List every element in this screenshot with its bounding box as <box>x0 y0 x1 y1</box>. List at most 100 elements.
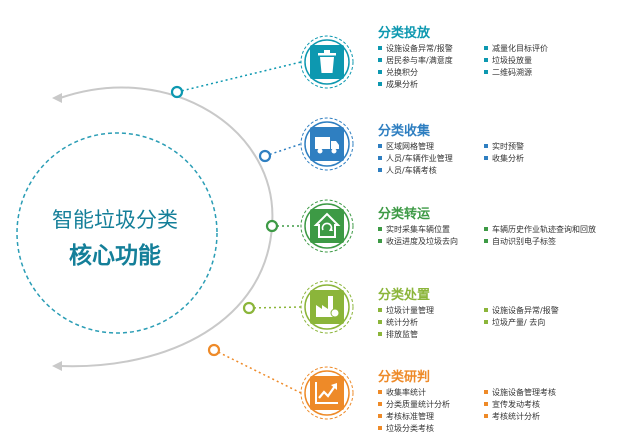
item-label: 分类质量统计分析 <box>386 400 450 409</box>
section-title-disposal: 分类处置 <box>378 288 431 303</box>
section-item-left: 实时采集车辆位置 <box>378 225 450 235</box>
item-label: 统计分析 <box>386 318 418 327</box>
item-label: 宣传发动考核 <box>492 400 540 409</box>
trend-chart-icon <box>315 382 338 404</box>
item-label: 二维码溯源 <box>492 68 532 77</box>
section-item-right: 减量化目标评价 <box>484 44 548 54</box>
bullet-icon <box>378 239 382 243</box>
item-label: 排放监管 <box>386 330 418 339</box>
center-dashed-circle <box>16 132 218 334</box>
section-item-left: 垃圾分类考核 <box>378 424 434 434</box>
icon-ring-analysis <box>304 370 350 416</box>
section-item-left: 考核标准管理 <box>378 412 434 422</box>
bullet-icon <box>378 227 382 231</box>
item-label: 垃圾投放量 <box>492 56 532 65</box>
bullet-icon <box>378 168 382 172</box>
section-item-left: 兑换积分 <box>378 68 418 78</box>
section-item-right: 自动识别电子标签 <box>484 237 556 247</box>
section-item-left: 收运进度及垃圾去向 <box>378 237 458 247</box>
item-label: 设施设备异常/报警 <box>492 306 559 315</box>
connector-delivery <box>176 61 302 93</box>
icon-ring-transfer <box>304 203 350 249</box>
bullet-icon <box>378 144 382 148</box>
bullet-icon <box>378 156 382 160</box>
bullet-icon <box>484 58 488 62</box>
icon-square-disposal <box>310 290 344 324</box>
section-title-analysis: 分类研判 <box>378 370 431 385</box>
item-label: 考核统计分析 <box>492 412 540 421</box>
bullet-icon <box>484 156 488 160</box>
section-item-left: 人员/车辆作业管理 <box>378 154 453 164</box>
section-title-delivery: 分类投放 <box>378 26 431 41</box>
item-label: 自动识别电子标签 <box>492 237 556 246</box>
bullet-icon <box>378 426 382 430</box>
item-label: 垃圾分类考核 <box>386 424 434 433</box>
section-item-right: 设施设备管理考核 <box>484 388 556 398</box>
bullet-icon <box>378 82 382 86</box>
arc-node-delivery <box>170 85 184 99</box>
module-disposal <box>242 280 354 334</box>
section-item-left: 收集率统计 <box>378 388 426 398</box>
icon-ring-disposal <box>304 284 350 330</box>
icon-ring-delivery <box>304 39 350 85</box>
module-collection <box>258 117 354 171</box>
section-item-left: 区域网格管理 <box>378 142 434 152</box>
icon-ring-outer-analysis <box>300 366 354 420</box>
item-label: 收集率统计 <box>386 388 426 397</box>
connector-disposal <box>248 306 302 309</box>
section-item-left: 分类质量统计分析 <box>378 400 450 410</box>
icon-ring-collection <box>304 121 350 167</box>
bullet-icon <box>378 58 382 62</box>
section-item-right: 垃圾投放量 <box>484 56 532 66</box>
item-label: 区域网格管理 <box>386 142 434 151</box>
section-item-right: 设施设备异常/报警 <box>484 306 559 316</box>
bullet-icon <box>484 227 488 231</box>
module-transfer <box>265 199 354 253</box>
center-title-line2: 核心功能 <box>69 243 161 269</box>
bullet-icon <box>378 70 382 74</box>
bullet-icon <box>484 144 488 148</box>
recycle-house-icon <box>313 212 341 238</box>
item-label: 收运进度及垃圾去向 <box>386 237 458 246</box>
icon-ring-outer-transfer <box>300 199 354 253</box>
garbage-truck-icon <box>315 137 339 154</box>
section-item-right: 考核统计分析 <box>484 412 540 422</box>
section-item-right: 车辆历史作业轨迹查询和回放 <box>484 225 596 235</box>
section-item-right: 二维码溯源 <box>484 68 532 78</box>
center-title-line1: 智能垃圾分类 <box>52 208 178 232</box>
icon-ring-outer-disposal <box>300 280 354 334</box>
icon-ring-outer-delivery <box>300 35 354 89</box>
item-label: 垃圾计量管理 <box>386 306 434 315</box>
item-label: 人员/车辆作业管理 <box>386 154 453 163</box>
section-title-transfer: 分类转运 <box>378 207 431 222</box>
section-item-right: 收集分析 <box>484 154 524 164</box>
bullet-icon <box>484 390 488 394</box>
bullet-icon <box>378 320 382 324</box>
icon-ring-outer-collection <box>300 117 354 171</box>
item-label: 设施设备管理考核 <box>492 388 556 397</box>
factory-icon <box>316 296 340 318</box>
item-label: 车辆历史作业轨迹查询和回放 <box>492 225 596 234</box>
section-item-right: 宣传发动考核 <box>484 400 540 410</box>
section-item-left: 成果分析 <box>378 80 418 90</box>
bullet-icon <box>378 414 382 418</box>
item-label: 考核标准管理 <box>386 412 434 421</box>
bullet-icon <box>378 308 382 312</box>
bullet-icon <box>484 414 488 418</box>
item-label: 减量化目标评价 <box>492 44 548 53</box>
outer-arc-arrowhead-top <box>52 93 62 103</box>
section-item-right: 垃圾产量/ 去向 <box>484 318 545 328</box>
item-label: 实时采集车辆位置 <box>386 225 450 234</box>
bullet-icon <box>484 402 488 406</box>
arc-node-transfer <box>265 219 279 233</box>
section-item-right: 实时预警 <box>484 142 524 152</box>
bullet-icon <box>484 70 488 74</box>
bullet-icon <box>378 390 382 394</box>
bullet-icon <box>378 46 382 50</box>
item-label: 设施设备异常/报警 <box>386 44 453 53</box>
module-delivery <box>170 35 354 99</box>
connector-collection <box>264 143 302 157</box>
outer-arc-arrowhead-bottom <box>52 361 62 371</box>
